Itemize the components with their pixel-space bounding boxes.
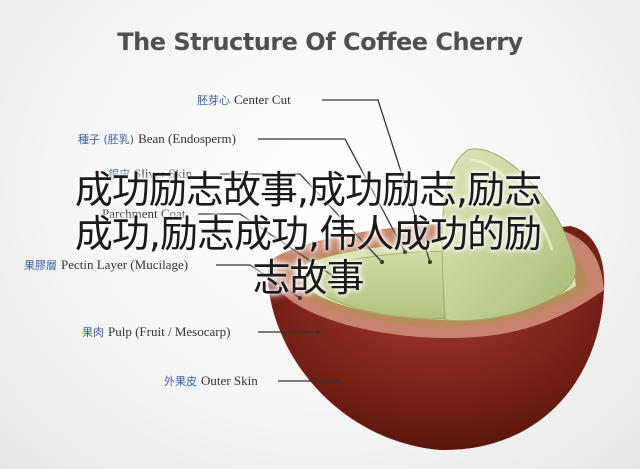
label-pulp-en: Pulp (Fruit / Mesocarp) (108, 324, 231, 339)
label-bean-en: Bean (Endosperm) (138, 131, 236, 146)
overlay-caption: 成功励志故事,成功励志,励志 成功,励志成功,伟人成功的励 志故事 (8, 168, 608, 300)
overlay-line-3: 志故事 (252, 256, 364, 300)
overlay-line-2: 成功,励志成功,伟人成功的励 (74, 212, 542, 256)
label-silver-skin-jp: 銀皮 (108, 168, 130, 181)
label-outer-skin: 外果皮 Outer Skin (164, 373, 258, 389)
overlay-line-1: 成功励志故事,成功励志,励志 (74, 168, 542, 212)
diagram-title: The Structure Of Coffee Cherry (117, 28, 523, 56)
label-pectin-layer-jp: 果膠層 (24, 259, 57, 272)
leader-lines (198, 99, 431, 382)
label-silver-skin: 銀皮 Sliver Skin (108, 166, 192, 182)
label-bean: 種子 (胚乳)Bean (Endosperm) (78, 131, 236, 147)
label-bean-jp: 種子 (胚乳) (78, 133, 135, 146)
label-center-cut: 胚芽心 Center Cut (197, 92, 291, 108)
label-center-cut-jp: 胚芽心 (197, 94, 230, 107)
label-pectin-layer: 果膠層 Pectin Layer (Mucilage) (24, 257, 188, 273)
label-parchment-coat-en: Parchment Coat (102, 206, 186, 221)
bean-dome-shape (441, 148, 577, 322)
label-pulp: 果肉 Pulp (Fruit / Mesocarp) (82, 324, 230, 340)
label-pulp-jp: 果肉 (82, 326, 104, 339)
label-outer-skin-jp: 外果皮 (164, 375, 197, 388)
bean-highlight (469, 158, 554, 251)
label-center-cut-en: Center Cut (234, 92, 291, 107)
label-outer-skin-en: Outer Skin (201, 373, 258, 388)
label-parchment-coat: Parchment Coat (102, 206, 185, 222)
label-pectin-layer-en: Pectin Layer (Mucilage) (61, 257, 189, 272)
label-silver-skin-en: Sliver Skin (134, 166, 193, 181)
